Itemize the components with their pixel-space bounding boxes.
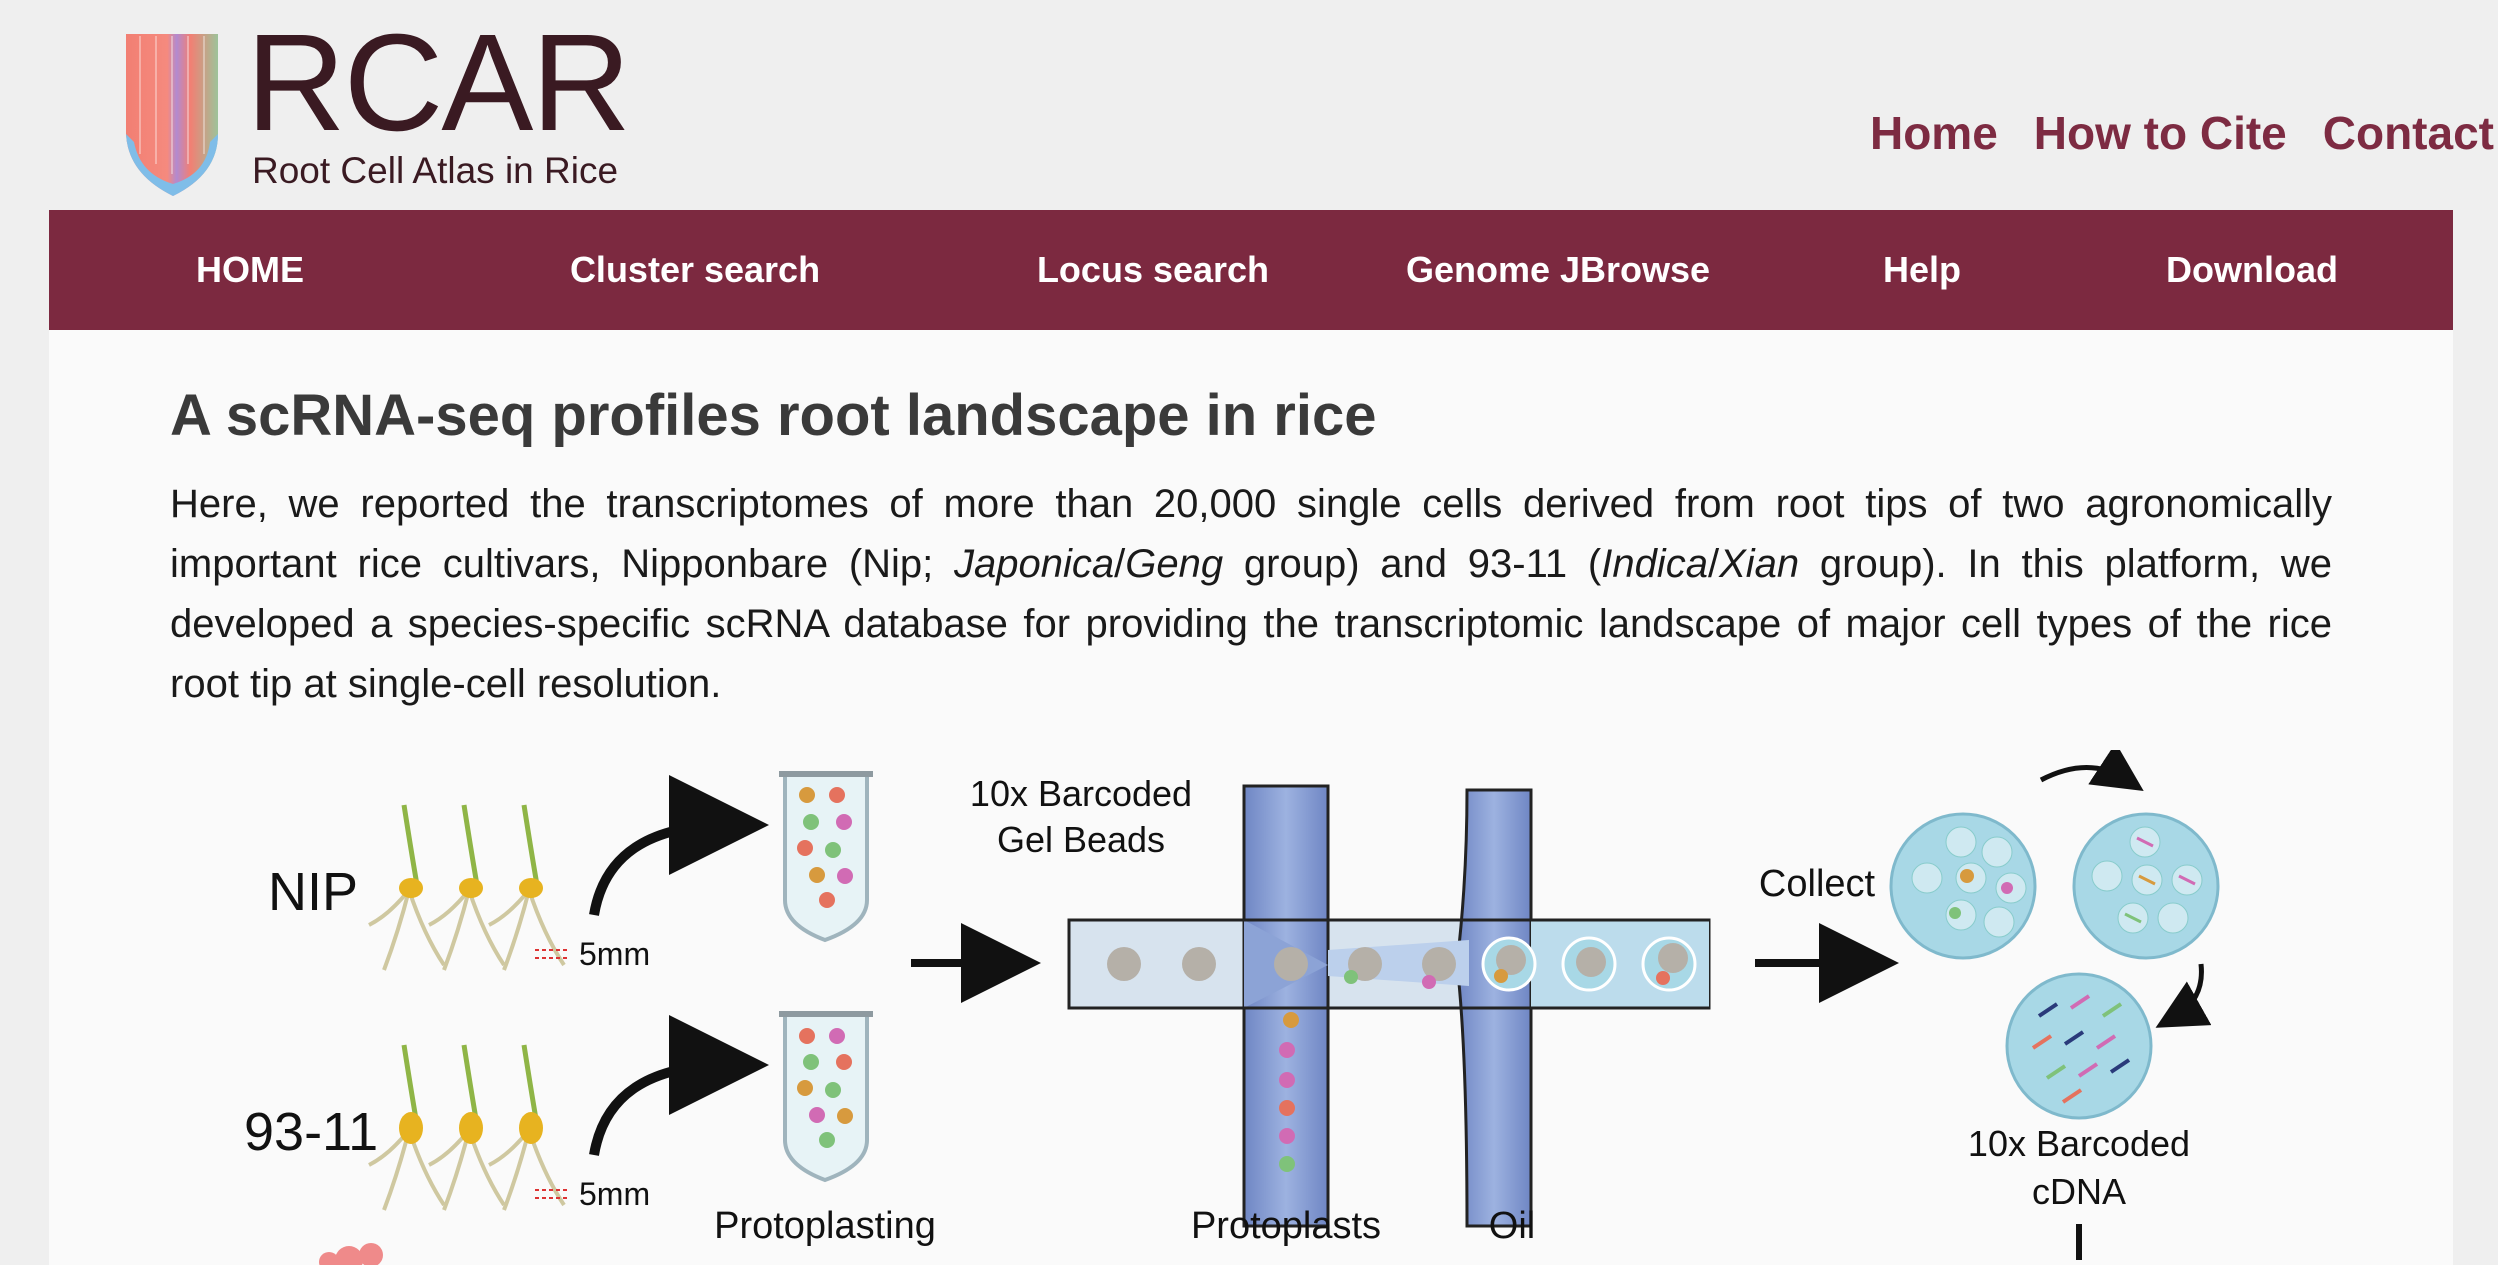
scale-label-2: 5mm [579, 1176, 650, 1212]
curved-arrow-icon [589, 775, 769, 916]
nip-label: NIP [268, 862, 358, 922]
nav-item-cluster-search[interactable]: Cluster search [569, 249, 821, 290]
tube-icon [779, 1011, 873, 1183]
oil-label: Oil [1489, 1205, 1535, 1247]
gel-beads-label-2: Gel Beads [997, 819, 1165, 860]
nav-item-home[interactable]: HOME [196, 249, 304, 290]
microfluidic-chip-icon [1067, 784, 1711, 1228]
curved-arrow-icon [589, 1015, 769, 1156]
intro-slash-1: / [1114, 542, 1126, 586]
contact-link[interactable]: Contact [2322, 107, 2494, 159]
collect-label: Collect [1759, 863, 1876, 905]
scale-label-1: 5mm [579, 936, 650, 972]
nav-item-help[interactable]: Help [1882, 249, 1962, 290]
root-logo-icon [126, 34, 218, 196]
how-to-cite-link[interactable]: How to Cite [2033, 107, 2287, 159]
seedlings-nip-icon [368, 804, 566, 971]
page-title: A scRNA-seq profiles root landscape in r… [170, 383, 1377, 448]
tube-icon [779, 771, 873, 943]
intro-text-1: Here, we reported the transcriptomes of … [170, 482, 2332, 586]
xian-term: Xian [1719, 542, 1800, 586]
intro-text-2: group) and 93-11 ( [1223, 542, 1602, 586]
nav-item-locus-search[interactable]: Locus search [1036, 249, 1270, 290]
intro-text-3: group). In this platform, we developed a… [170, 542, 2332, 706]
top-links: Home How to Cite Contact [1870, 110, 2494, 156]
nav-item-download[interactable]: Download [2166, 249, 2338, 290]
site-header: RCAR Root Cell Atlas in Rice Home How to… [0, 0, 2498, 210]
rcar-logo[interactable]: RCAR Root Cell Atlas in Rice [118, 14, 678, 200]
nav-item-genome-jbrowse[interactable]: Genome JBrowse [1405, 249, 1711, 290]
cultivar-9311-label: 93-11 [244, 1102, 378, 1162]
cell-cluster-icon [319, 1243, 383, 1265]
cdna-label-1: 10x Barcoded [1968, 1123, 2190, 1164]
protoplasting-label: Protoplasting [714, 1205, 936, 1247]
main-nav: HOME Cluster search Locus search Genome … [49, 210, 2453, 330]
geng-term: Geng [1125, 542, 1224, 586]
logo-subtitle: Root Cell Atlas in Rice [252, 150, 619, 191]
scale-mark-icon [535, 949, 569, 1199]
japonica-term: Japonica [954, 542, 1115, 586]
gel-beads-label-1: 10x Barcoded [970, 773, 1192, 814]
home-link[interactable]: Home [1869, 107, 1998, 159]
intro-slash-2: / [1707, 542, 1720, 586]
main-content: A scRNA-seq profiles root landscape in r… [49, 330, 2453, 1265]
seedlings-9311-icon [368, 1044, 566, 1211]
workflow-figure: NIP 93-11 [244, 750, 2220, 1265]
protoplasts-label: Protoplasts [1191, 1205, 1381, 1247]
indica-term: Indica [1601, 542, 1708, 586]
droplet-cycle-icon [1889, 750, 2220, 1120]
intro-paragraph: Here, we reported the transcriptomes of … [170, 474, 2332, 714]
logo-title: RCAR [246, 6, 631, 160]
cdna-label-2: cDNA [2032, 1171, 2126, 1212]
